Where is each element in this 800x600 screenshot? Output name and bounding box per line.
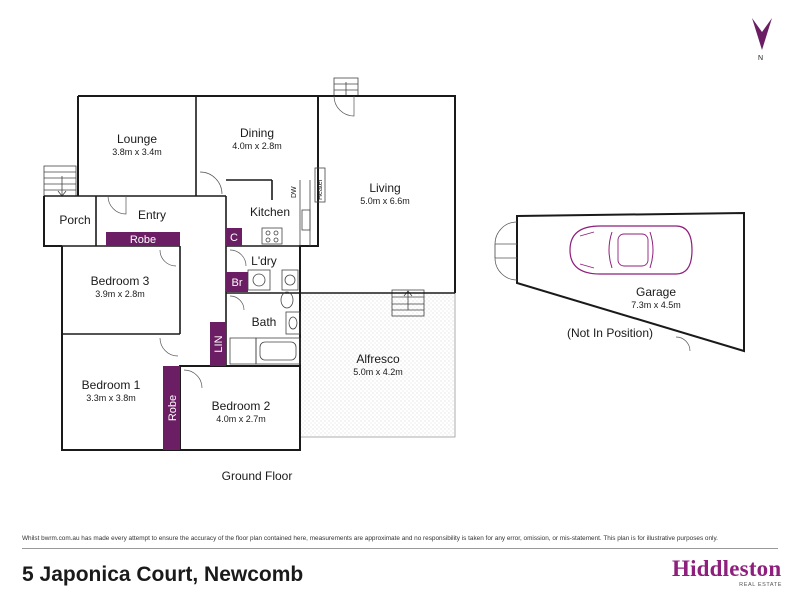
heater-icon: Heater xyxy=(314,167,326,203)
garage-label: Garage xyxy=(636,285,676,299)
alfresco-label: Alfresco xyxy=(356,352,400,366)
alfresco-steps xyxy=(391,289,425,317)
floor-label: Ground Floor xyxy=(222,469,293,483)
living-steps xyxy=(333,77,359,97)
property-address: 5 Japonica Court, Newcomb xyxy=(22,563,304,586)
bath-label: Bath xyxy=(252,315,277,329)
dining-dims: 4.0m x 2.8m xyxy=(232,141,282,151)
living-label: Living xyxy=(369,181,400,195)
lounge-label: Lounge xyxy=(117,132,157,146)
svg-text:Robe: Robe xyxy=(167,395,179,421)
bedroom2-dims: 4.0m x 2.7m xyxy=(216,414,266,424)
laundry-fixtures xyxy=(247,269,299,291)
lounge-dims: 3.8m x 3.4m xyxy=(112,147,162,157)
outer-walls xyxy=(43,95,456,451)
kitchen-label: Kitchen xyxy=(250,205,290,219)
robe-top: Robe xyxy=(106,232,180,246)
svg-text:Heater: Heater xyxy=(317,178,324,200)
disclaimer-text: Whilst bwrm.com.au has made every attemp… xyxy=(22,535,718,542)
hiddleston-logo: Hiddleston REAL ESTATE xyxy=(672,557,788,593)
bedroom2-label: Bedroom 2 xyxy=(212,399,271,413)
broom-cupboard: Br xyxy=(226,272,248,292)
car-icon xyxy=(569,225,693,275)
footer-divider xyxy=(22,548,778,549)
garage: Garage 7.3m x 4.5m (Not In Position) xyxy=(494,211,745,353)
garage-dims: 7.3m x 4.5m xyxy=(631,300,681,310)
bedroom3-label: Bedroom 3 xyxy=(91,274,150,288)
laundry-label: L'dry xyxy=(251,254,277,268)
robe-side: Robe xyxy=(163,366,180,450)
living-dims: 5.0m x 6.6m xyxy=(360,196,410,206)
svg-text:C: C xyxy=(230,232,238,244)
svg-text:Br: Br xyxy=(232,277,243,289)
linen-cupboard: LIN xyxy=(210,322,226,366)
porch-steps xyxy=(43,165,77,197)
alfresco-area xyxy=(299,292,456,438)
bedroom1-dims: 3.3m x 3.8m xyxy=(86,393,136,403)
kitchen-bench xyxy=(261,180,311,246)
dishwasher-label: DW xyxy=(291,186,298,198)
entry-label: Entry xyxy=(138,208,166,222)
svg-text:Robe: Robe xyxy=(130,234,156,246)
alfresco-dims: 5.0m x 4.2m xyxy=(353,367,403,377)
logo-wordmark: Hiddleston xyxy=(672,556,782,581)
bedroom1-label: Bedroom 1 xyxy=(82,378,141,392)
compass-label: N xyxy=(758,55,763,62)
compass-north-arrow-icon: N xyxy=(752,18,772,62)
floor-plan: N xyxy=(43,18,772,483)
door-swings xyxy=(107,95,355,389)
dining-label: Dining xyxy=(240,126,274,140)
logo-subtitle: REAL ESTATE xyxy=(739,582,782,588)
porch-label: Porch xyxy=(59,213,90,227)
garage-note: (Not In Position) xyxy=(567,326,653,340)
svg-text:LIN: LIN xyxy=(213,335,225,352)
cupboard: C xyxy=(226,228,242,246)
bath-fixtures xyxy=(229,291,301,365)
bedroom3-dims: 3.9m x 2.8m xyxy=(95,289,145,299)
